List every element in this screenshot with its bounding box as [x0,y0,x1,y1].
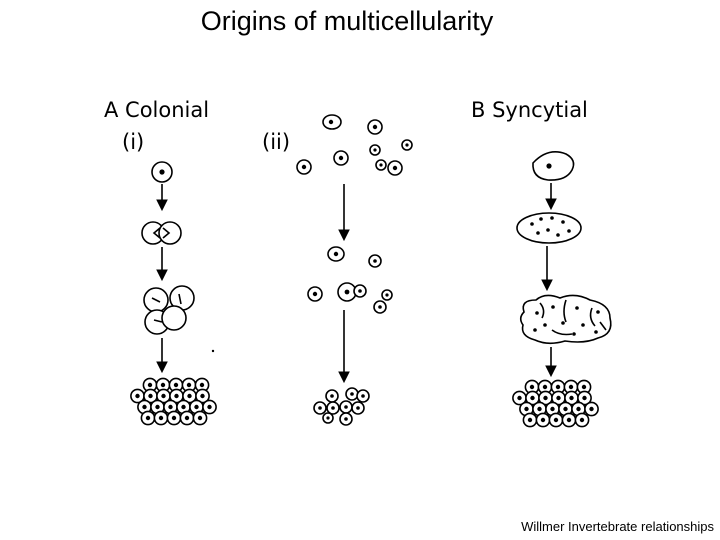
panel-a-ii-label: (ii) [262,130,290,154]
syncytium-stage [519,294,612,345]
arrow-down [156,338,168,374]
two-cell-stage [141,221,182,245]
arrow-down [541,246,553,292]
nucleus [542,384,548,390]
nucleus [197,415,203,421]
nucleus [187,393,192,399]
nucleus [161,393,166,399]
multicellular-mass [512,379,599,428]
arrow-down [545,183,557,211]
nucleus [184,415,190,421]
nucleus [186,382,192,388]
nucleus [194,404,199,410]
nucleus [160,382,166,388]
nucleus [527,417,533,423]
nucleus [173,382,179,388]
single-cell-stage [532,151,575,181]
scattered-cells-stage [296,114,413,176]
arrow-down [156,184,168,212]
nucleus [566,417,572,423]
arrow-down [338,184,350,242]
nucleus [148,393,153,399]
nucleus [145,415,151,421]
nucleus [199,382,205,388]
nucleus [579,417,585,423]
gathering-cells-stage [307,246,393,314]
nucleus [550,406,555,412]
nucleus [174,393,179,399]
nucleus [529,384,535,390]
column-colonial-ii [296,114,413,426]
nucleus [171,415,177,421]
source-credit: Willmer Invertebrate relationships [521,519,714,534]
single-cell-stage [151,161,173,183]
column-syncytial [512,151,612,428]
slide-title: Origins of multicellularity [200,6,494,36]
column-colonial-i [130,161,217,426]
arrow-down [545,347,557,378]
nucleus [517,395,522,401]
nucleus [524,406,529,412]
arrow-down [338,310,350,384]
nucleus [200,393,205,399]
nucleus [555,384,561,390]
nucleus [556,395,561,401]
nucleus [563,406,568,412]
panel-a-i-label: (i) [122,130,144,154]
nucleus [543,395,548,401]
aggregate-stage [313,387,370,426]
nucleus [569,395,574,401]
nucleus [568,384,574,390]
nucleus [553,417,559,423]
nucleus [147,382,153,388]
panel-a-heading: A Colonial [104,98,209,122]
arrow-down [156,247,168,282]
nucleus [207,404,212,410]
nucleus [537,406,542,412]
nucleus [581,384,587,390]
nucleus [530,395,535,401]
panel-b-heading: B Syncytial [471,98,588,122]
nucleus [589,406,594,412]
nucleus [181,404,186,410]
multicellular-mass [130,377,217,426]
nucleus [540,417,546,423]
few-cell-stage [143,285,195,335]
nucleus [158,415,164,421]
multinucleate-cell-stage [516,212,582,244]
stray-mark [211,349,215,353]
nucleus [582,395,587,401]
nucleus [155,404,160,410]
nucleus [135,393,140,399]
nucleus [576,406,581,412]
nucleus [168,404,173,410]
nucleus [142,404,147,410]
